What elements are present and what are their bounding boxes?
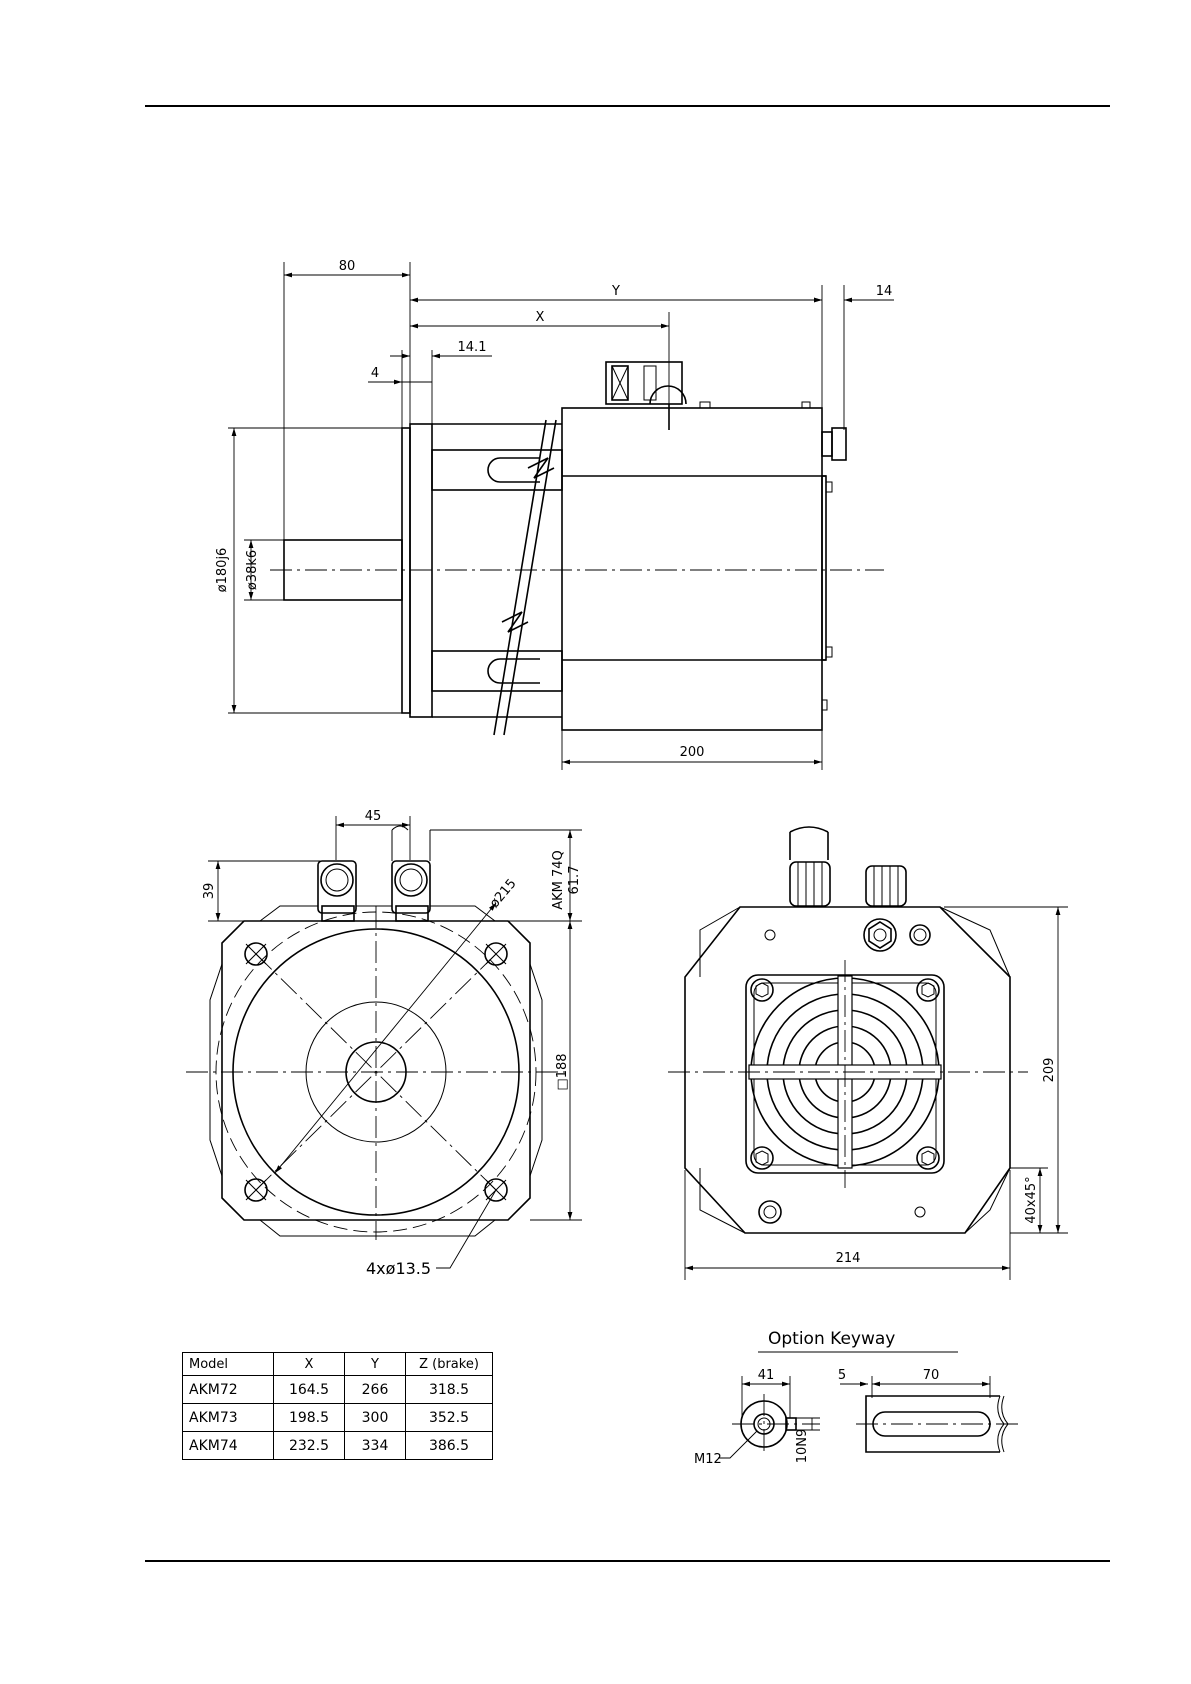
cell-y: 266 [345, 1376, 406, 1404]
rear-view: 209 40x45° 214 [668, 827, 1068, 1280]
dim-dia215: ø215 [487, 876, 520, 911]
cell-model: AKM72 [183, 1376, 274, 1404]
header-x: X [274, 1353, 345, 1376]
table-row: AKM73 198.5 300 352.5 [183, 1404, 493, 1432]
cell-model: AKM74 [183, 1432, 274, 1460]
dim-akm74q: AKM 74Q [551, 850, 566, 910]
side-view: 80 Y 14 X 14.1 4 ø180j6 ø38k6 200 [215, 259, 894, 770]
header-y: Y [345, 1353, 406, 1376]
dim-41: 41 [758, 1368, 775, 1383]
dim-chamfer: 40x45° [1024, 1176, 1039, 1223]
dim-5: 5 [838, 1368, 846, 1383]
dim-x: X [536, 310, 545, 325]
dim-214: 214 [836, 1251, 861, 1266]
front-view: 45 39 AKM 74Q 61.7 □188 [186, 809, 582, 1278]
dim-61-7: 61.7 [567, 866, 582, 895]
cell-y: 300 [345, 1404, 406, 1432]
header-z-brake: Z (brake) [406, 1353, 493, 1376]
dim-dia38: ø38k6 [245, 550, 260, 590]
dim-y: Y [611, 284, 620, 299]
dim-holes: 4xø13.5 [366, 1259, 431, 1278]
dim-14: 14 [876, 284, 893, 299]
dim-14-1: 14.1 [458, 340, 487, 355]
header-model: Model [183, 1353, 274, 1376]
cell-x: 232.5 [274, 1432, 345, 1460]
dim-39: 39 [202, 883, 217, 900]
table-row: AKM74 232.5 334 386.5 [183, 1432, 493, 1460]
table-row: AKM72 164.5 266 318.5 [183, 1376, 493, 1404]
dim-4: 4 [371, 366, 379, 381]
dim-80: 80 [339, 259, 356, 274]
connector-right [392, 861, 430, 921]
cell-z: 386.5 [406, 1432, 493, 1460]
option-keyway: Option Keyway 41 10N9 M12 70 5 [694, 1329, 1020, 1467]
dim-m12: M12 [694, 1452, 722, 1467]
table-header-row: Model X Y Z (brake) [183, 1353, 493, 1376]
dim-209: 209 [1042, 1058, 1057, 1083]
cell-x: 198.5 [274, 1404, 345, 1432]
dim-70: 70 [923, 1368, 940, 1383]
dim-45: 45 [365, 809, 382, 824]
connector-left [318, 861, 356, 921]
cell-z: 318.5 [406, 1376, 493, 1404]
keyway-title: Option Keyway [768, 1329, 895, 1349]
cell-x: 164.5 [274, 1376, 345, 1404]
dim-dia180: ø180j6 [215, 548, 230, 593]
cell-y: 334 [345, 1432, 406, 1460]
dim-200: 200 [680, 745, 705, 760]
cell-model: AKM73 [183, 1404, 274, 1432]
cell-z: 352.5 [406, 1404, 493, 1432]
model-dimensions-table: Model X Y Z (brake) AKM72 164.5 266 318.… [182, 1352, 493, 1460]
dim-10n9: 10N9 [795, 1429, 810, 1464]
